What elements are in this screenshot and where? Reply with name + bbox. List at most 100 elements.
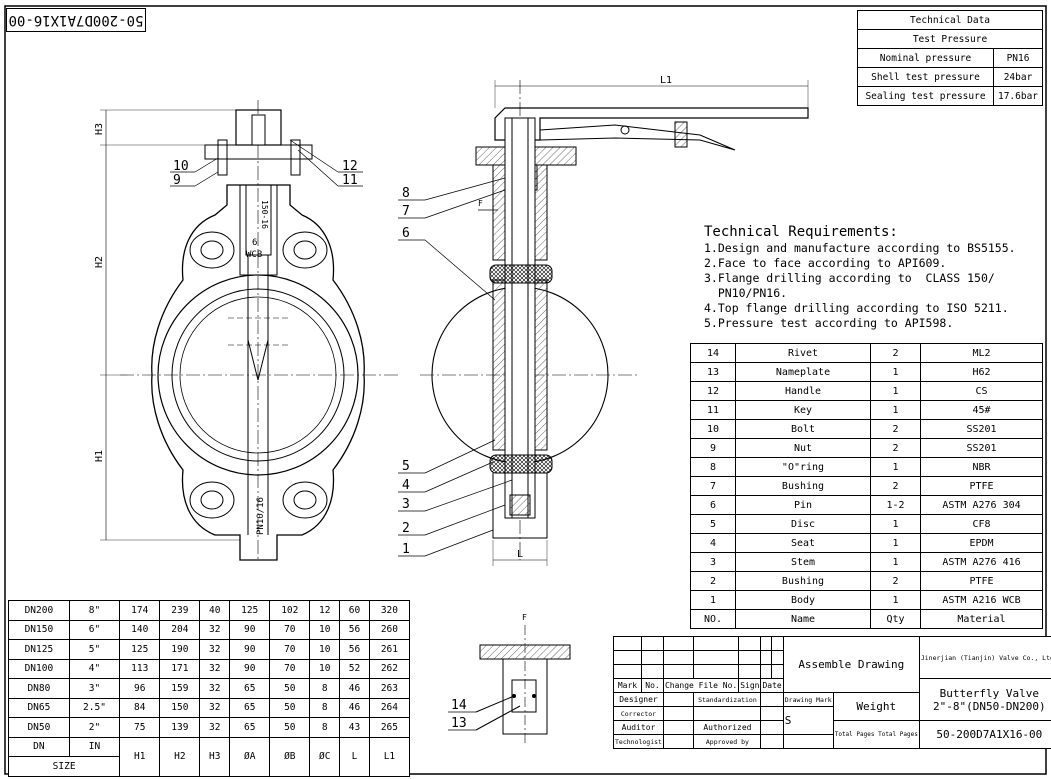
size-in: 2.5" xyxy=(68,697,121,718)
part-name: Bushing xyxy=(735,571,871,591)
parts-header-name: Name xyxy=(735,609,871,629)
balloon-11: 11 xyxy=(342,173,358,188)
size-value: 265 xyxy=(368,717,411,738)
balloon-3: 3 xyxy=(402,497,410,512)
technical-data-title: Technical Data xyxy=(857,10,1043,30)
requirement-line: 4.Top flange drilling according to ISO 5… xyxy=(704,301,1009,315)
balloon-9: 9 xyxy=(173,173,181,188)
size-header-dn: DN xyxy=(8,736,70,757)
tb-sign: Sign xyxy=(738,678,762,693)
tech-data-row: Shell test pressure 24bar xyxy=(856,67,1043,87)
size-value: 261 xyxy=(368,639,411,660)
tech-data-label: Sealing test pressure xyxy=(856,86,995,106)
dim-h3-label: H3 xyxy=(94,123,105,135)
size-value: 190 xyxy=(159,639,201,660)
part-qty: 2 xyxy=(870,343,921,363)
tech-data-value: 17.6bar xyxy=(993,86,1043,106)
parts-header-qty: Qty xyxy=(870,609,921,629)
size-value: 139 xyxy=(159,717,201,738)
size-header-l: L xyxy=(339,736,370,777)
size-value: 50 xyxy=(269,717,311,738)
tb-designer: Designer xyxy=(613,692,664,707)
part-qty: 1 xyxy=(870,400,921,420)
part-material: NBR xyxy=(920,457,1043,477)
size-dn: DN125 xyxy=(8,639,70,660)
size-header-row2: SIZE xyxy=(7,756,410,777)
size-header-l1: L1 xyxy=(368,736,411,777)
tb-total-pages: Total Pages Total Pages xyxy=(832,720,920,749)
size-in: 6" xyxy=(68,619,121,640)
size-value: 46 xyxy=(339,678,370,699)
part-name: Bolt xyxy=(735,419,871,439)
corner-drawing-number: 50-200D7A1X16-00 xyxy=(6,8,146,32)
size-header-h3: H3 xyxy=(199,736,231,777)
size-in: 3" xyxy=(68,678,121,699)
size-dn: DN150 xyxy=(8,619,70,640)
size-value: 70 xyxy=(269,639,311,660)
tb-approved-by: Approved by xyxy=(693,734,762,749)
part-no: 2 xyxy=(690,571,736,591)
front-view xyxy=(100,100,400,561)
tb-auditor: Auditor xyxy=(613,720,664,735)
part-no: 8 xyxy=(690,457,736,477)
tb-corrector: Corrector xyxy=(613,706,664,721)
body-size-mark: 6 xyxy=(252,238,257,248)
part-qty: 2 xyxy=(870,571,921,591)
size-header-c: ØC xyxy=(309,736,341,777)
part-material: ASTM A216 WCB xyxy=(920,590,1043,610)
size-value: 32 xyxy=(199,717,231,738)
size-value: 159 xyxy=(159,678,201,699)
size-value: 8 xyxy=(309,697,341,718)
balloon-8: 8 xyxy=(402,186,410,201)
part-no: 3 xyxy=(690,552,736,572)
part-name: Key xyxy=(735,400,871,420)
part-name: Rivet xyxy=(735,343,871,363)
part-material: PTFE xyxy=(920,571,1043,591)
size-value: 75 xyxy=(119,717,161,738)
part-no: 12 xyxy=(690,381,736,401)
part-material: SS201 xyxy=(920,438,1043,458)
size-value: 32 xyxy=(199,697,231,718)
part-no: 11 xyxy=(690,400,736,420)
requirement-line: 2.Face to face according to API609. xyxy=(704,256,947,270)
tech-data-value: PN16 xyxy=(993,48,1043,68)
part-no: 5 xyxy=(690,514,736,534)
requirement-line: 1.Design and manufacture according to BS… xyxy=(704,241,1016,255)
size-header-a: ØA xyxy=(229,736,271,777)
size-dn: DN100 xyxy=(8,658,70,679)
size-value: 150 xyxy=(159,697,201,718)
parts-header-row: NO. Name Qty Material xyxy=(690,609,1043,629)
part-name: Body xyxy=(735,590,871,610)
size-value: 50 xyxy=(269,697,311,718)
part-qty: 2 xyxy=(870,438,921,458)
tb-date: Date xyxy=(760,678,784,693)
body-pn-mark: PN10/16 xyxy=(256,497,266,535)
balloon-10: 10 xyxy=(173,159,189,174)
size-value: 140 xyxy=(119,619,161,640)
size-value: 113 xyxy=(119,658,161,679)
size-value: 46 xyxy=(339,697,370,718)
dim-h1-label: H1 xyxy=(94,450,105,462)
size-value: 12 xyxy=(309,600,341,621)
part-qty: 1 xyxy=(870,381,921,401)
dim-l1-label: L1 xyxy=(660,75,672,86)
side-balloons xyxy=(398,177,513,557)
technical-data-table: Technical Data Test Pressure Nominal pre… xyxy=(856,10,1043,106)
size-dn: DN65 xyxy=(8,697,70,718)
size-header-b: ØB xyxy=(269,736,311,777)
size-value: 32 xyxy=(199,639,231,660)
requirement-line: PN10/PN16. xyxy=(704,286,788,300)
technical-requirements-title: Technical Requirements: xyxy=(704,224,898,240)
part-name: "O"ring xyxy=(735,457,871,477)
size-value: 90 xyxy=(229,639,271,660)
part-no: 13 xyxy=(690,362,736,382)
size-value: 239 xyxy=(159,600,201,621)
